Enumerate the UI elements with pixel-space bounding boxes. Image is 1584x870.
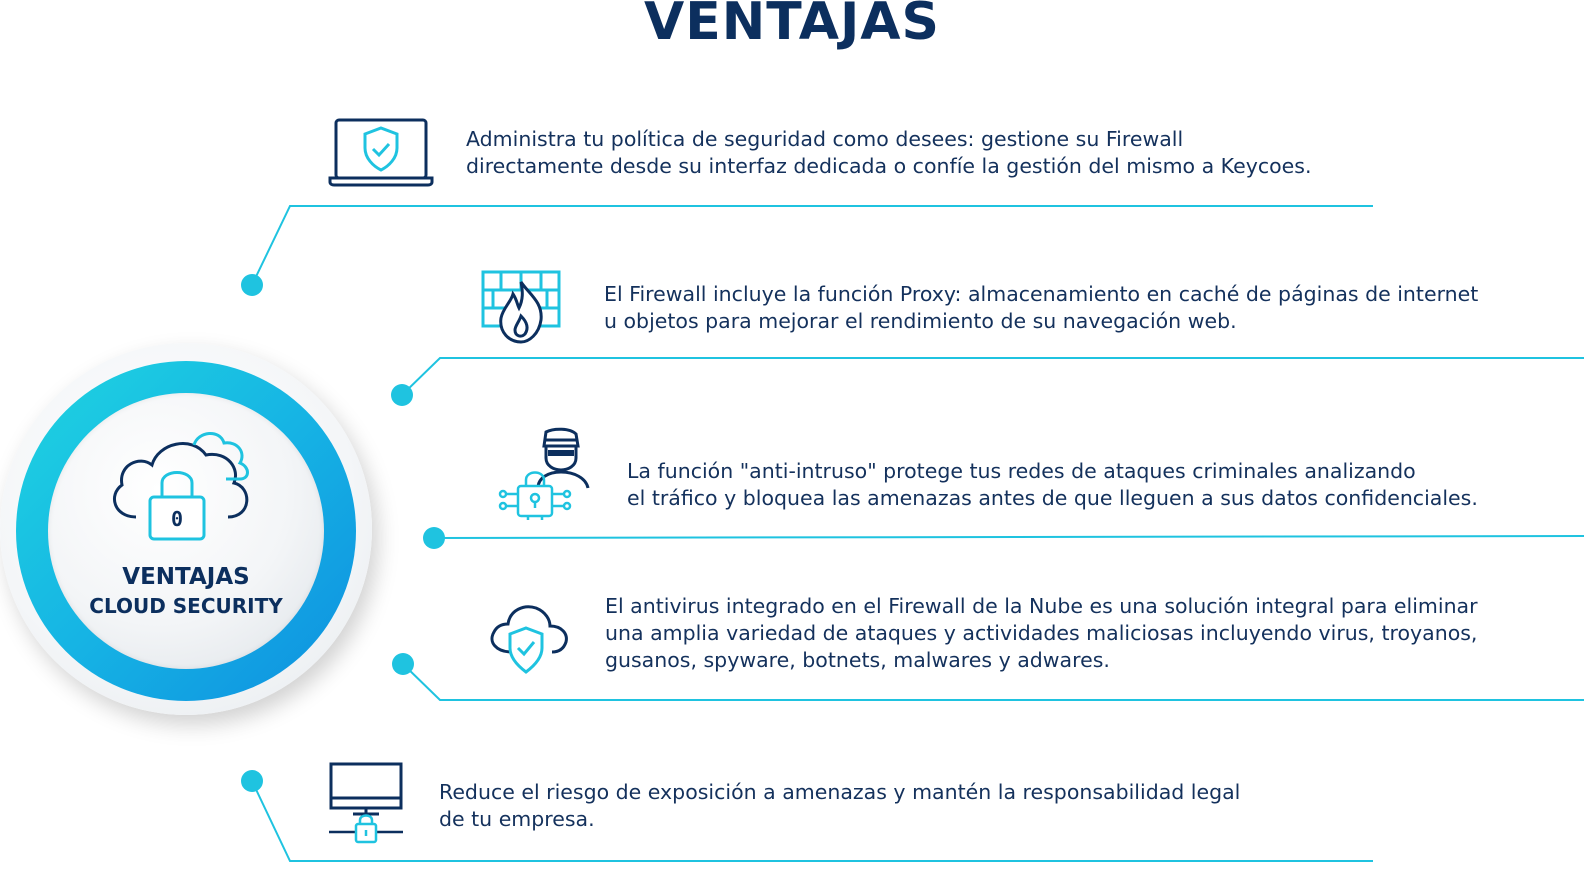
laptop-shield-icon: [328, 118, 434, 187]
connector-5: [251, 780, 1373, 862]
connector-1: [251, 205, 1373, 286]
lock-digit: 0: [171, 507, 183, 531]
hub-subtitle: CLOUD SECURITY: [89, 594, 283, 618]
monitor-lock-icon: [329, 762, 403, 844]
item-5-line-2: de tu empresa.: [439, 807, 595, 831]
item-1-line-2: directamente desde su interfaz dedicada …: [466, 154, 1312, 178]
hub-ring: [16, 361, 356, 701]
item-4-line-2: una amplia variedad de ataques y activid…: [605, 621, 1478, 645]
item-2-text: El Firewall incluye la función Proxy: al…: [604, 281, 1478, 335]
connector-dot-3: [423, 527, 445, 549]
cloud-lock-icon: 0: [112, 432, 249, 541]
item-5-text: Reduce el riesgo de exposición a amenaza…: [439, 779, 1240, 833]
connector-dot-1: [241, 274, 263, 296]
page-title: VENTAJAS: [643, 0, 940, 52]
item-5-line-1: Reduce el riesgo de exposición a amenaza…: [439, 780, 1241, 804]
item-4-line-3: gusanos, spyware, botnets, malwares y ad…: [605, 648, 1110, 672]
cloud-shield-icon: [490, 605, 568, 674]
item-1-line-1: Administra tu política de seguridad como…: [466, 127, 1184, 151]
connector-4: [402, 663, 1584, 701]
connector-dot-4: [392, 653, 414, 675]
item-2-line-2: u objetos para mejorar el rendimiento de…: [604, 309, 1237, 333]
item-4-text: El antivirus integrado en el Firewall de…: [605, 593, 1478, 674]
item-3-line-1: La función "anti-intruso" protege tus re…: [627, 459, 1416, 483]
connector-3: [433, 535, 1584, 539]
connector-2: [401, 357, 1584, 396]
item-1-text: Administra tu política de seguridad como…: [466, 126, 1311, 180]
hub-title: VENTAJAS: [122, 564, 250, 590]
item-3-line-2: el tráfico y bloquea las amenazas antes …: [627, 486, 1478, 510]
intruder-icon: [498, 427, 590, 520]
item-2-line-1: El Firewall incluye la función Proxy: al…: [604, 282, 1479, 306]
item-4-line-1: El antivirus integrado en el Firewall de…: [605, 594, 1478, 618]
connector-dot-2: [391, 384, 413, 406]
item-3-text: La función "anti-intruso" protege tus re…: [627, 458, 1478, 512]
firewall-icon: [481, 270, 561, 344]
connector-dot-5: [241, 770, 263, 792]
hub-circle: 0 VENTAJAS CLOUD SECURITY: [0, 343, 372, 715]
